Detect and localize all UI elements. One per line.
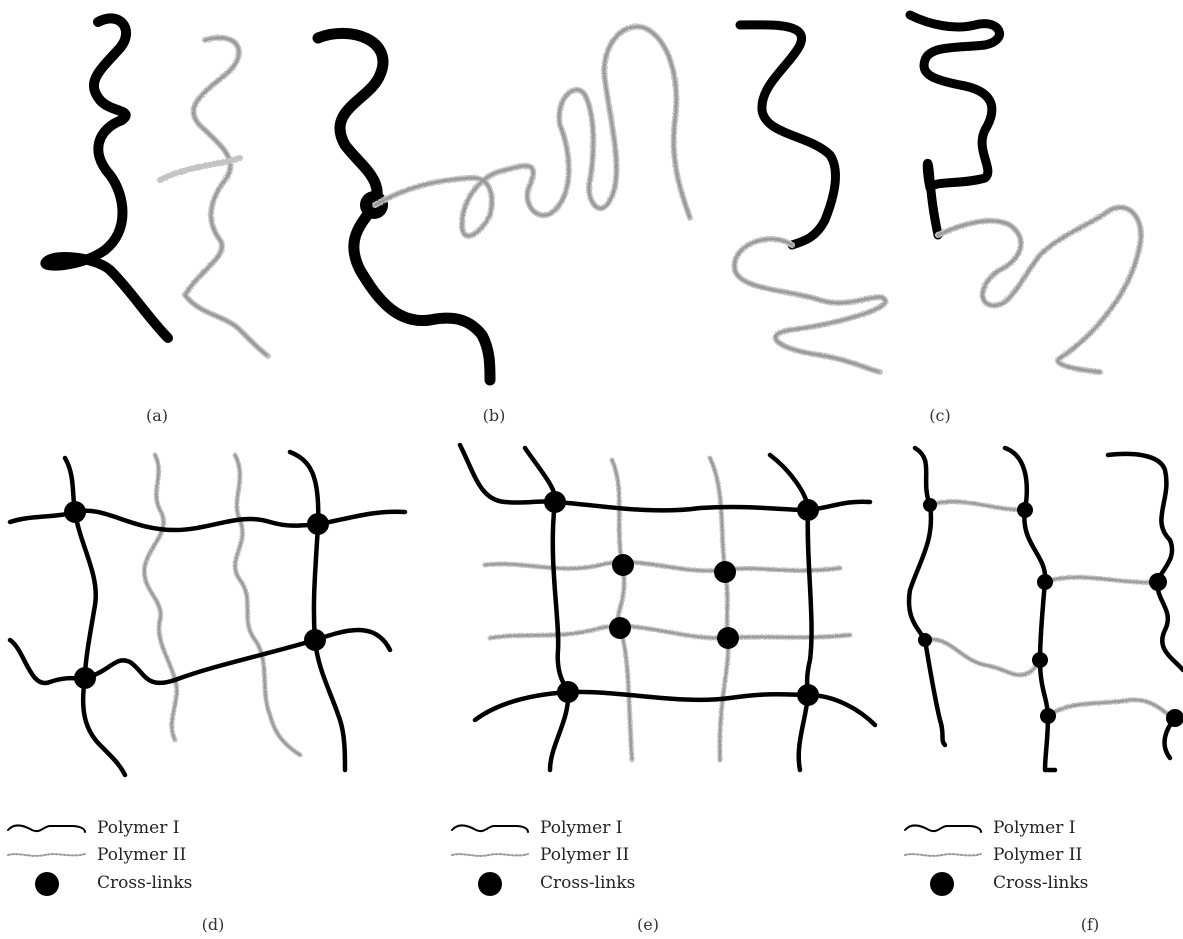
cross-link	[797, 684, 819, 706]
panel-label-d: (d)	[201, 915, 225, 934]
polymer-ii-chain	[707, 455, 731, 763]
legend-f-polymer-ii: Polymer II	[993, 845, 1083, 865]
panel-label-a: (a)	[145, 406, 169, 425]
panel-label-c: (c)	[929, 406, 951, 425]
legend-f-polymer-i: Polymer I	[993, 818, 1076, 838]
polymer-i-swatch	[904, 824, 982, 833]
legend-e-polymer-ii: Polymer II	[540, 845, 630, 865]
cross-link	[612, 554, 634, 576]
polymer-ii-chain	[731, 236, 889, 375]
panel-c	[731, 10, 1144, 375]
cross-link	[918, 633, 932, 647]
cross-link	[923, 498, 937, 512]
cross-link	[74, 667, 96, 689]
cross-link	[1032, 652, 1048, 668]
cross-link	[557, 681, 579, 703]
legend-d-crosslinks: Cross-links	[97, 873, 193, 893]
legend-d-polymer-ii: Polymer II	[97, 845, 187, 865]
crosslink-swatch	[930, 872, 954, 896]
panel-label-b: (b)	[482, 406, 506, 425]
polymer-ii-chain	[372, 23, 693, 239]
cross-link	[304, 629, 326, 651]
crosslink-swatch	[478, 872, 502, 896]
cross-link	[714, 561, 736, 583]
crosslink-swatch	[35, 872, 59, 896]
cross-link	[1037, 574, 1053, 590]
cross-link	[609, 617, 631, 639]
panel-label-e: (e)	[637, 915, 659, 934]
polymer-i-chain	[40, 13, 173, 343]
legend-d-glyphs	[7, 824, 86, 896]
cross-link	[1166, 709, 1183, 727]
cross-link	[544, 491, 566, 513]
legend-d-polymer-i: Polymer I	[97, 818, 180, 838]
panel-a	[40, 13, 271, 359]
panel-label-f: (f)	[1080, 915, 1100, 934]
polymer-i-chain	[735, 20, 840, 250]
polymer-ii-swatch	[451, 853, 529, 857]
panel-d	[7, 449, 408, 778]
cross-link	[797, 499, 819, 521]
polymer-i-chain	[905, 10, 1004, 240]
cross-link	[1017, 502, 1033, 518]
polymer-ii-swatch	[904, 853, 982, 857]
cross-link	[1149, 573, 1167, 591]
polymer-i-swatch	[451, 824, 529, 833]
panel-e	[457, 442, 878, 773]
polymer-i-chain	[312, 27, 496, 386]
legend-e-glyphs	[451, 824, 529, 896]
cross-link	[307, 513, 329, 535]
polymer-i-swatch	[7, 824, 86, 833]
legend-e-polymer-i: Polymer I	[540, 818, 623, 838]
panel-f	[906, 445, 1183, 773]
polymer-ii-chain	[141, 452, 180, 743]
polymer-ii-chain	[922, 636, 1043, 678]
legend-e-crosslinks: Cross-links	[540, 873, 636, 893]
cross-link	[717, 627, 739, 649]
polymer-ii-swatch	[7, 853, 86, 857]
legend-f-glyphs	[904, 824, 982, 896]
polymer-i-network	[7, 449, 408, 778]
polymer-i-network	[457, 442, 878, 773]
legend-f-crosslinks: Cross-links	[993, 873, 1089, 893]
cross-link	[1040, 708, 1056, 724]
panel-b	[312, 23, 693, 386]
cross-link	[64, 501, 86, 523]
